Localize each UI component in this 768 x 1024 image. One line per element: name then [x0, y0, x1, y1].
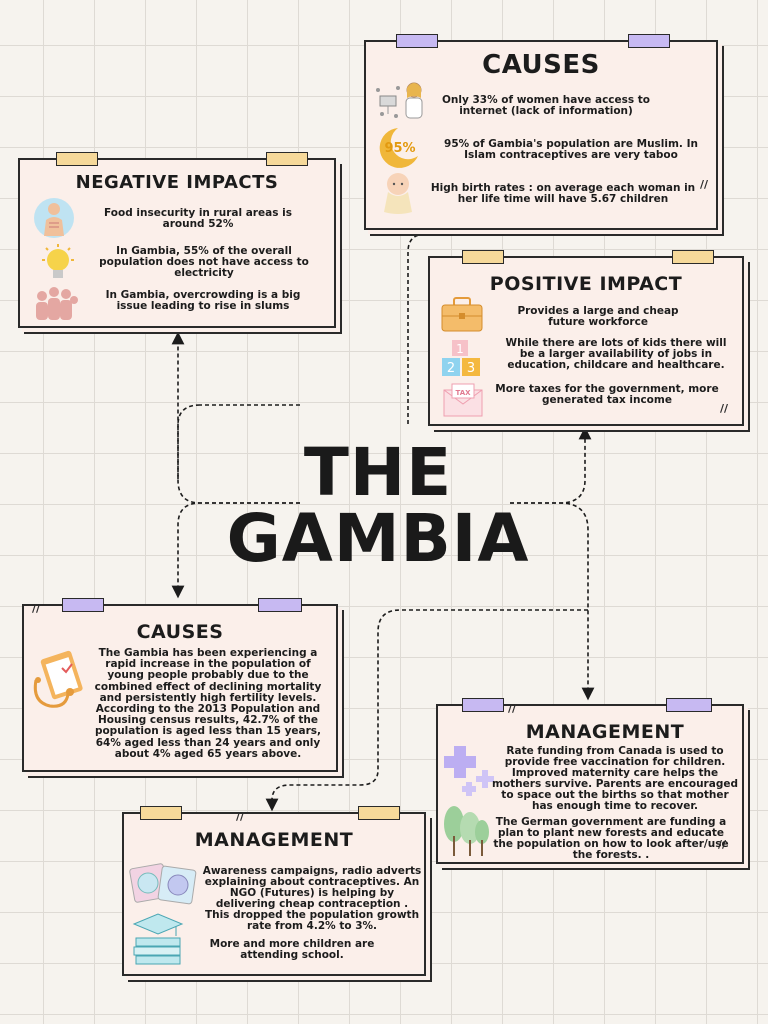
- management-right-title: MANAGEMENT: [525, 721, 685, 743]
- causes-top-card: CAUSES Only 33% of women have access to …: [364, 34, 718, 230]
- tape: [672, 250, 714, 264]
- crescent-moon-icon: 95%: [374, 126, 422, 174]
- tape: [666, 698, 712, 712]
- scribble-mark: //: [32, 602, 41, 615]
- number-blocks-icon: 1 2 3: [440, 338, 484, 382]
- tax-label: TAX: [455, 389, 471, 397]
- management-right-item-1: Rate funding from Canada is used to prov…: [492, 745, 738, 812]
- tape: [628, 34, 670, 48]
- positive-impact-title: POSITIVE IMPACT: [489, 273, 683, 295]
- tape: [258, 598, 302, 612]
- svg-text:2: 2: [447, 361, 455, 376]
- negative-item-3: In Gambia, overcrowding is a big issue l…: [105, 289, 301, 312]
- main-title-line-1: THE: [303, 434, 453, 511]
- condom-packets-icon: [128, 860, 198, 914]
- positive-impact-card: POSITIVE IMPACT Provides a large and che…: [428, 250, 744, 426]
- scribble-mark: //: [236, 810, 245, 823]
- scribble-mark: //: [718, 838, 727, 851]
- connector-to-causes-bottom: [171, 502, 300, 599]
- connector-to-causes-top: [407, 225, 481, 424]
- trees-icon: [440, 802, 490, 862]
- medical-cross-icon: [442, 744, 494, 802]
- connector-left-upper: [177, 404, 201, 480]
- management-left-title: MANAGEMENT: [194, 829, 354, 851]
- scribble-mark: //: [720, 402, 729, 415]
- positive-item-2: While there are lots of kids there will …: [505, 337, 727, 371]
- crowd-icon: [34, 282, 80, 326]
- tape: [56, 152, 98, 166]
- tape: [266, 152, 308, 166]
- causes-top-item-1: Only 33% of women have access to interne…: [441, 94, 651, 117]
- causes-bottom-text: The Gambia has been experiencing a rapid…: [94, 647, 322, 760]
- negative-item-1: Food insecurity in rural areas is around…: [104, 207, 292, 230]
- svg-text:1: 1: [456, 342, 464, 356]
- lightbulb-icon: [40, 244, 76, 288]
- connector-to-management-left: [265, 609, 588, 812]
- positive-item-3: More taxes for the government, more gene…: [495, 383, 719, 406]
- management-left-card: // MANAGEMENT Awareness campaigns, radio…: [122, 806, 426, 976]
- tape: [462, 250, 504, 264]
- baby-icon: [380, 170, 418, 220]
- management-left-item-2: More and more children are attending sch…: [209, 938, 375, 961]
- management-right-item-2: The German government are funding a plan…: [493, 816, 729, 861]
- management-left-item-1: Awareness campaigns, radio adverts expla…: [202, 865, 422, 932]
- tape: [358, 806, 400, 820]
- causes-top-item-3: High birth rates : on average each woman…: [430, 182, 696, 205]
- svg-text:3: 3: [467, 361, 475, 376]
- graduation-books-icon: [130, 910, 186, 972]
- percent-badge: 95%: [384, 141, 415, 156]
- management-right-card: // MANAGEMENT Rate funding from Canada i…: [436, 698, 744, 864]
- negative-impacts-card: NEGATIVE IMPACTS Food insecurity in rura…: [18, 152, 336, 328]
- negative-item-2: In Gambia, 55% of the overall population…: [99, 245, 309, 279]
- scribble-mark: //: [700, 178, 709, 191]
- tape: [62, 598, 104, 612]
- main-title: THE GAMBIA: [218, 440, 538, 572]
- causes-top-title: CAUSES: [482, 50, 600, 80]
- causes-bottom-title: CAUSES: [136, 621, 224, 643]
- woman-computer-icon: [374, 80, 430, 126]
- negative-impacts-title: NEGATIVE IMPACTS: [75, 172, 279, 193]
- tax-envelope-icon: TAX: [442, 382, 484, 422]
- tape: [396, 34, 438, 48]
- briefcase-icon: [440, 296, 484, 338]
- hungry-person-icon: [30, 196, 78, 244]
- scribble-mark: //: [508, 702, 517, 715]
- main-title-line-2: GAMBIA: [226, 500, 530, 577]
- positive-item-1: Provides a large and cheap future workfo…: [517, 305, 679, 328]
- causes-top-item-2: 95% of Gambia's population are Muslim. I…: [444, 138, 698, 161]
- connector-to-management-right: [510, 502, 595, 701]
- tape: [462, 698, 504, 712]
- tape: [140, 806, 182, 820]
- causes-bottom-card: // CAUSES The Gambia has been experienci…: [22, 598, 338, 772]
- medical-clipboard-icon: [28, 650, 94, 716]
